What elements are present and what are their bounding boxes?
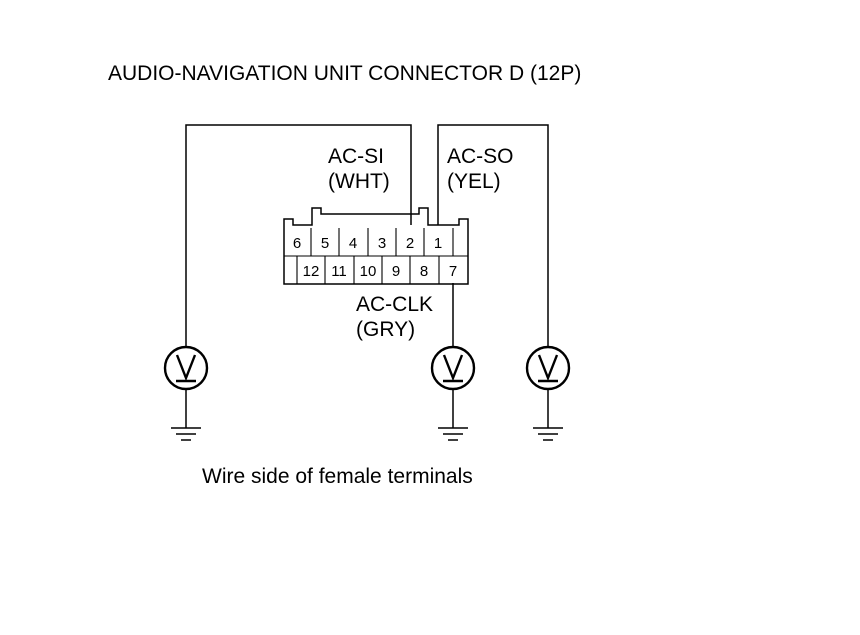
terminal-6: 6 [293,235,301,252]
wiring [185,124,549,349]
wire-ac-so [437,124,549,349]
ground-icon [533,389,563,441]
voltmeter-icon [163,345,209,391]
terminal-8: 8 [420,263,428,280]
terminal-10: 10 [360,263,377,280]
terminal-7: 7 [449,263,457,280]
signal-label-ac-so: AC-SO [447,145,514,168]
terminal-2: 2 [406,235,414,252]
terminal-5: 5 [321,235,329,252]
terminal-1: 1 [434,235,442,252]
terminal-12: 12 [303,263,320,280]
connector-outline [283,207,469,285]
wire-ac-si [185,124,412,349]
diagram-title: AUDIO-NAVIGATION UNIT CONNECTOR D (12P) [108,62,581,85]
terminal-9: 9 [392,263,400,280]
ground-icon [438,389,468,441]
ground-icon [171,389,201,441]
terminal-4: 4 [349,235,357,252]
signal-label-ac-si: AC-SI [328,145,384,168]
connector-housing [283,207,469,285]
voltmeter-icon [525,345,571,391]
diagram-caption: Wire side of female terminals [202,465,473,488]
terminal-11: 11 [331,263,347,280]
terminal-numbers: 6 5 4 3 2 1 12 11 10 9 8 7 [293,235,457,280]
signal-label-ac-clk: AC-CLK [356,293,433,316]
signal-color-ac-si: (WHT) [328,170,390,193]
voltmeter-icon [430,345,476,391]
terminal-3: 3 [378,235,386,252]
signal-color-ac-so: (YEL) [447,170,501,193]
signal-color-ac-clk: (GRY) [356,318,415,341]
